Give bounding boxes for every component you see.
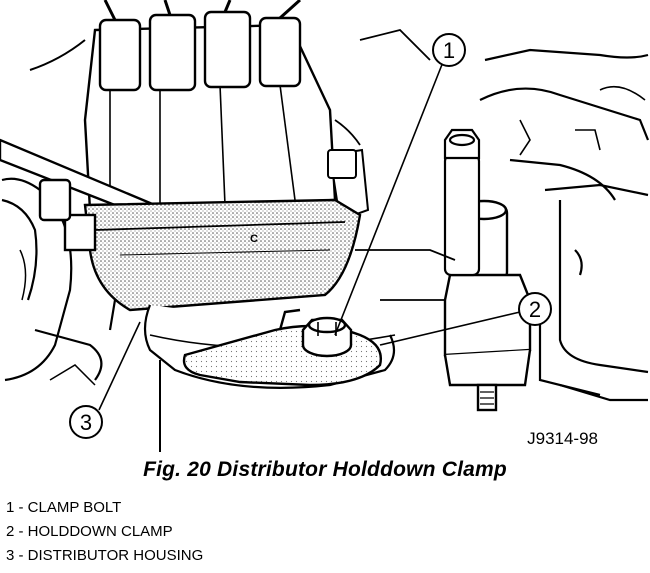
callout-3: 3	[69, 405, 103, 439]
distributor-cap	[29, 0, 337, 212]
engine-block-right	[479, 48, 650, 402]
upper-stud	[443, 128, 481, 277]
callout-leaders	[98, 61, 521, 411]
callout-1-circle	[432, 33, 466, 67]
callout-1: 1	[432, 33, 466, 67]
leader-line-3	[98, 321, 141, 411]
distributor-housing	[38, 178, 362, 312]
figure-caption: Fig. 20 Distributor Holddown Clamp	[143, 458, 507, 481]
background-linework	[334, 29, 456, 301]
figure-code: J9314-98	[527, 429, 598, 448]
callout-3-number: 3	[80, 410, 92, 435]
legend-item-1: 1 - CLAMP BOLT	[6, 499, 122, 516]
legend-item-2: 2 - HOLDDOWN CLAMP	[6, 523, 173, 540]
leader-line-2	[379, 311, 521, 346]
callout-2: 2	[518, 292, 552, 326]
callout-2-number: 2	[529, 297, 541, 322]
callout-2-circle	[518, 292, 552, 326]
housing-mark-letter: C	[250, 233, 258, 245]
callout-3-circle	[69, 405, 103, 439]
callout-1-number: 1	[443, 38, 455, 63]
legend-item-3: 3 - DISTRIBUTOR HOUSING	[6, 547, 204, 564]
distributor-diagram: C 1 2 3 J9314-98	[0, 0, 650, 452]
leader-line-1	[334, 61, 444, 336]
legend: 1 - CLAMP BOLT 2 - HOLDDOWN CLAMP 3 - DI…	[6, 496, 203, 568]
clamp-bolt	[301, 316, 353, 358]
